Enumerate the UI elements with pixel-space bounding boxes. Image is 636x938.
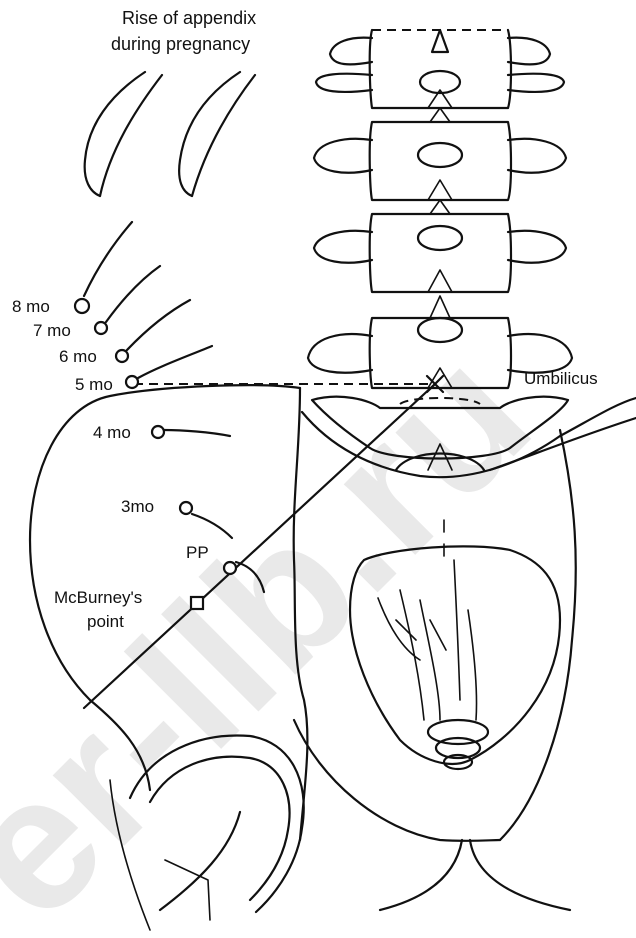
appendix-marker-3mo bbox=[180, 502, 192, 514]
perineum bbox=[380, 840, 570, 910]
label-8mo: 8 mo bbox=[12, 297, 50, 316]
label-mcburney-line-2: point bbox=[87, 612, 124, 631]
label-5mo: 5 mo bbox=[75, 375, 113, 394]
label-umbilicus: Umbilicus bbox=[524, 369, 598, 388]
appendix-tail-8mo bbox=[84, 222, 132, 296]
label-7mo: 7 mo bbox=[33, 321, 71, 340]
label-4mo: 4 mo bbox=[93, 423, 131, 442]
label-mcburney-line-1: McBurney's bbox=[54, 588, 142, 607]
appendix-marker-4mo bbox=[152, 426, 164, 438]
upper-appendix-strokes bbox=[85, 72, 255, 196]
appendix-tail-6mo bbox=[127, 300, 190, 350]
appendix-marker-8mo bbox=[75, 299, 89, 313]
title-line-2: during pregnancy bbox=[111, 34, 250, 54]
appendix-marker-7mo bbox=[95, 322, 107, 334]
label-3mo: 3mo bbox=[121, 497, 154, 516]
vertebra-3 bbox=[314, 200, 566, 292]
vertebra-1 bbox=[316, 30, 564, 108]
appendix-marker-5mo bbox=[126, 376, 138, 388]
appendix-tail-5mo bbox=[138, 346, 212, 378]
appendix-marker-pp bbox=[224, 562, 236, 574]
appendix-tail-7mo bbox=[106, 266, 160, 322]
label-pp: PP bbox=[186, 543, 209, 562]
title-line-1: Rise of appendix bbox=[122, 8, 256, 28]
vertebra-2 bbox=[314, 108, 566, 200]
label-6mo: 6 mo bbox=[59, 347, 97, 366]
appendix-marker-6mo bbox=[116, 350, 128, 362]
appendix-tail-4mo bbox=[164, 430, 230, 436]
mcburney-point-marker bbox=[191, 597, 203, 609]
